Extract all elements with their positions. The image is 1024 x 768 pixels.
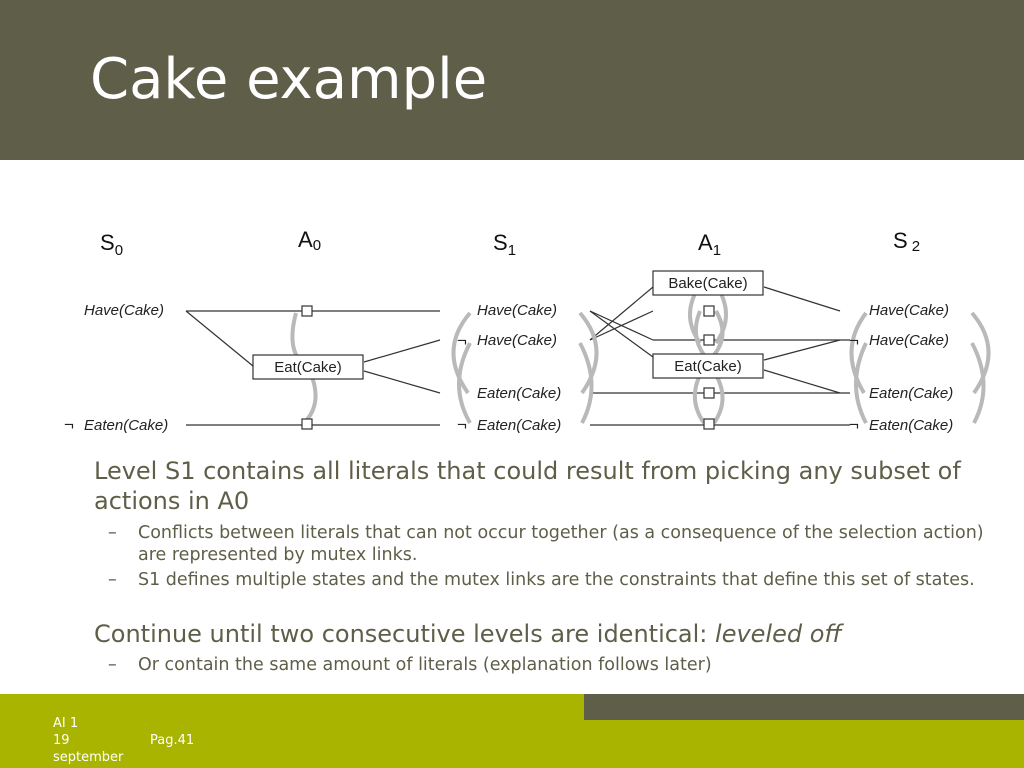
literal-have-cake-s2: Have(Cake) bbox=[869, 302, 949, 319]
footer-page-number: 41 bbox=[177, 733, 195, 748]
bullet-continue-text: Continue until two consecutive levels ar… bbox=[94, 620, 716, 648]
level-s0: S0 bbox=[100, 230, 123, 259]
footer-day: 19 bbox=[53, 733, 70, 748]
leveled-off-emphasis: leveled off bbox=[715, 620, 842, 648]
action-label-eat-a0: Eat(Cake) bbox=[274, 359, 342, 376]
literal-have-cake-s0: Have(Cake) bbox=[84, 302, 164, 319]
literal-not-eaten-cake-s2: Eaten(Cake) bbox=[869, 417, 953, 434]
negation-symbol: ¬ bbox=[457, 331, 467, 350]
mutex-links bbox=[290, 283, 991, 425]
literal-not-have-cake-s1: Have(Cake) bbox=[477, 332, 557, 349]
negation-symbol: ¬ bbox=[457, 415, 467, 434]
action-box-eat-a1 bbox=[652, 353, 764, 379]
footer-course-date: AI 1 19 september bbox=[53, 715, 123, 766]
bullet-level-s1: Level S1 contains all literals that coul… bbox=[94, 457, 961, 515]
sub-bullet-states-text: S1 defines multiple states and the mutex… bbox=[138, 570, 975, 590]
negation-symbol: ¬ bbox=[849, 331, 859, 350]
literal-have-cake-s1: Have(Cake) bbox=[477, 302, 557, 319]
bullet-continue: Continue until two consecutive levels ar… bbox=[94, 619, 999, 649]
literal-eaten-cake-s1: Eaten(Cake) bbox=[477, 385, 561, 402]
sub-bullet-conflicts-text: Conflicts between literals that can not … bbox=[138, 523, 984, 565]
sub-bullet-same-amount: – Or contain the same amount of literals… bbox=[108, 654, 998, 676]
footer-month: september bbox=[53, 750, 124, 765]
negation-symbol: ¬ bbox=[849, 415, 859, 434]
footer-accent-bar bbox=[584, 694, 1024, 720]
literal-not-eaten-cake-s0: Eaten(Cake) bbox=[84, 417, 168, 434]
graph-edges bbox=[185, 286, 850, 426]
slide-header: Cake example bbox=[0, 0, 1024, 160]
literal-eaten-cake-s2: Eaten(Cake) bbox=[869, 385, 953, 402]
literal-not-eaten-cake-s1: Eaten(Cake) bbox=[477, 417, 561, 434]
dash-marker: – bbox=[108, 655, 117, 675]
level-a0: A0 bbox=[298, 227, 321, 254]
literal-not-have-cake-s2: Have(Cake) bbox=[869, 332, 949, 349]
sub-bullet-conflicts: – Conflicts between literals that can no… bbox=[108, 522, 998, 566]
action-label-eat-a1: Eat(Cake) bbox=[674, 358, 742, 375]
action-label-bake-a1: Bake(Cake) bbox=[668, 275, 747, 292]
sub-bullet-same-amount-text: Or contain the same amount of literals (… bbox=[138, 655, 712, 675]
level-s1: S1 bbox=[493, 230, 516, 259]
negation-symbol: ¬ bbox=[64, 415, 74, 434]
footer-page: Pag.41 bbox=[150, 732, 194, 749]
slide-title: Cake example bbox=[90, 47, 488, 112]
dash-marker: – bbox=[108, 523, 117, 543]
footer-page-label: Pag. bbox=[150, 733, 178, 748]
level-a1: A1 bbox=[698, 230, 721, 259]
action-box-eat-a0 bbox=[252, 354, 364, 380]
action-box-bake-a1 bbox=[652, 270, 764, 296]
no-op-squares bbox=[301, 305, 715, 430]
sub-bullet-states: – S1 defines multiple states and the mut… bbox=[108, 569, 998, 591]
footer-course: AI 1 bbox=[53, 716, 79, 731]
dash-marker: – bbox=[108, 570, 117, 590]
